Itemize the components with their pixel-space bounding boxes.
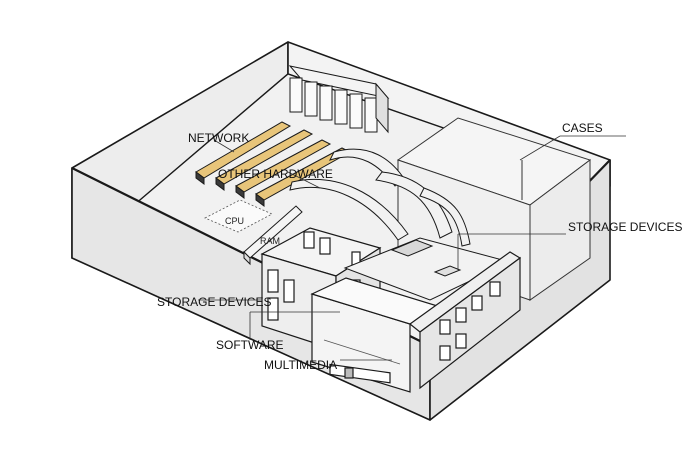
rear-io-panel	[409, 251, 522, 390]
ram-modules	[288, 65, 390, 134]
ribbon-cables	[289, 148, 471, 247]
label-multimedia[interactable]: MULTIMEDIA	[264, 358, 337, 372]
label-network[interactable]: NETWORK	[188, 131, 249, 145]
label-storage-devices-right[interactable]: STORAGE DEVICES	[568, 220, 682, 234]
expansion-slots	[195, 121, 352, 207]
leader-lines	[198, 135, 626, 361]
label-cases[interactable]: CASES	[562, 121, 603, 135]
label-software[interactable]: SOFTWARE	[216, 338, 284, 352]
front-drive-bay	[310, 277, 446, 393]
label-ram[interactable]: RAM	[260, 236, 280, 246]
ram-stick	[243, 205, 303, 266]
cpu-socket	[204, 199, 273, 233]
label-storage-devices-left[interactable]: STORAGE DEVICES	[157, 295, 271, 309]
chip	[390, 239, 434, 257]
label-cpu[interactable]: CPU	[225, 216, 244, 226]
label-other-hardware[interactable]: OTHER HARDWARE	[218, 167, 333, 181]
